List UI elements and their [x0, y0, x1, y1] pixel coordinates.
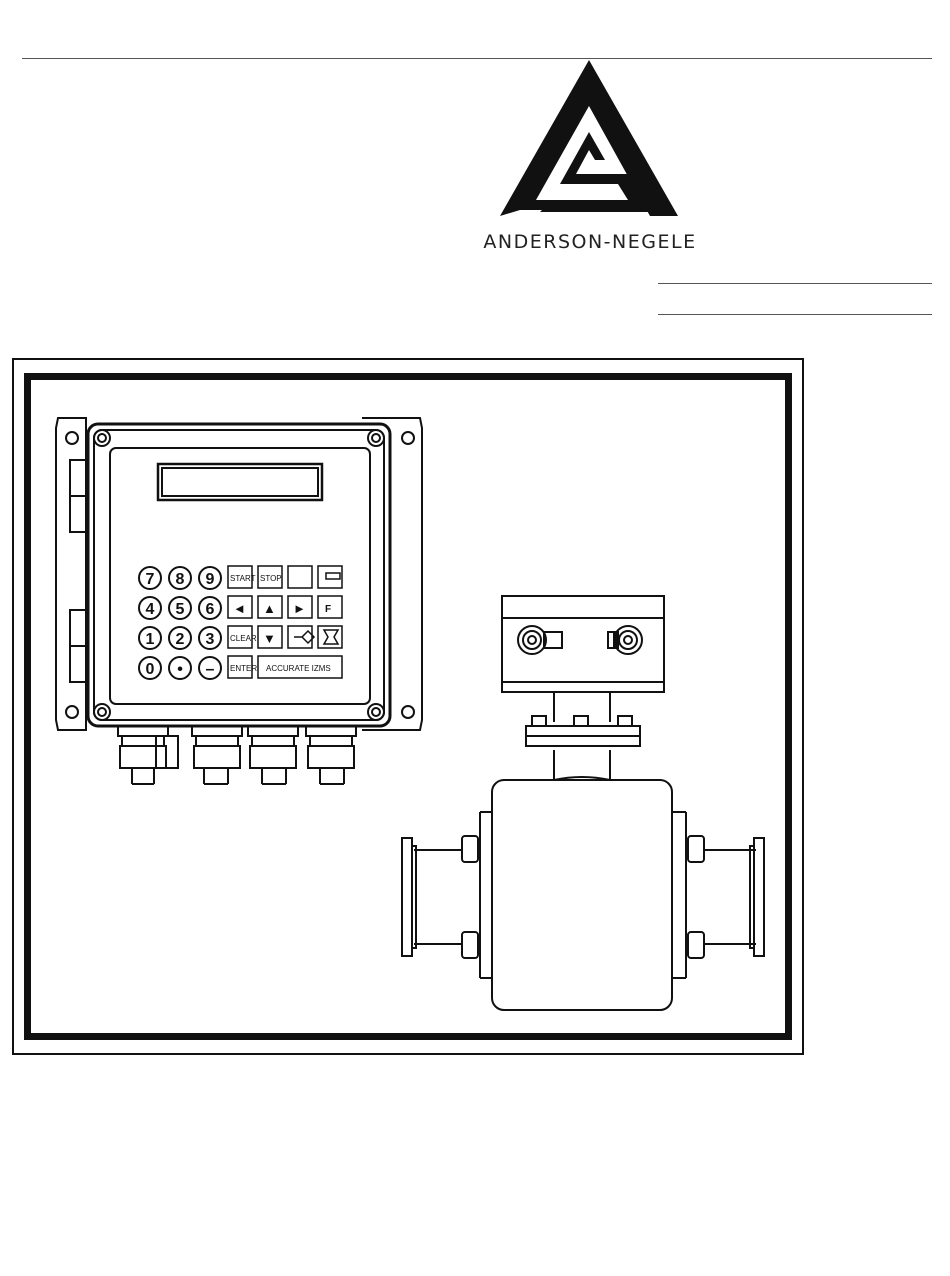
key-stop-label: STOP	[260, 574, 282, 583]
triangle-logo-icon	[500, 60, 678, 216]
key-right-arrow-icon: ►	[293, 601, 306, 616]
product-illustration: 7 8 9 4 5 6 1 2 3 0 • – START STOP CLEAR ENTER ACCU…	[14, 360, 806, 1057]
product-figure-frame: 7 8 9 4 5 6 1 2 3 0 • – START STOP CLEAR ENTER ACCU…	[12, 358, 804, 1055]
digit-key-label: 3	[206, 631, 215, 648]
key-left-arrow-icon: ◄	[233, 601, 246, 616]
key-up-arrow-icon: ▲	[263, 601, 276, 616]
flow-sensor	[402, 596, 764, 1010]
top-divider	[22, 58, 932, 59]
digit-key-label: 9	[206, 571, 215, 588]
digit-key-label: 4	[146, 601, 155, 618]
key-down-arrow-icon: ▼	[263, 631, 276, 646]
brand-name: ANDERSON-NEGELE	[470, 231, 710, 253]
key-accurate-label: ACCURATE IZMS	[266, 664, 331, 673]
digit-key-label: 7	[146, 571, 155, 588]
key-start-label: START	[230, 574, 256, 583]
key-enter-label: ENTER	[230, 664, 257, 673]
digit-key-label: –	[206, 661, 215, 678]
digit-key-label: •	[177, 661, 183, 678]
key-clear-label: CLEAR	[230, 634, 257, 643]
cable-glands	[118, 726, 356, 784]
title-rule-upper	[658, 283, 932, 284]
digit-key-label: 1	[146, 631, 155, 648]
digit-key-label: 8	[176, 571, 185, 588]
numeric-keypad: 7 8 9 4 5 6 1 2 3 0 • –	[139, 567, 221, 679]
digit-key-label: 2	[176, 631, 185, 648]
digit-key-label: 0	[146, 661, 155, 678]
key-f-label: F	[325, 604, 331, 615]
digit-key-label: 6	[206, 601, 215, 618]
digit-key-label: 5	[176, 601, 185, 618]
title-rule-lower	[658, 314, 932, 315]
